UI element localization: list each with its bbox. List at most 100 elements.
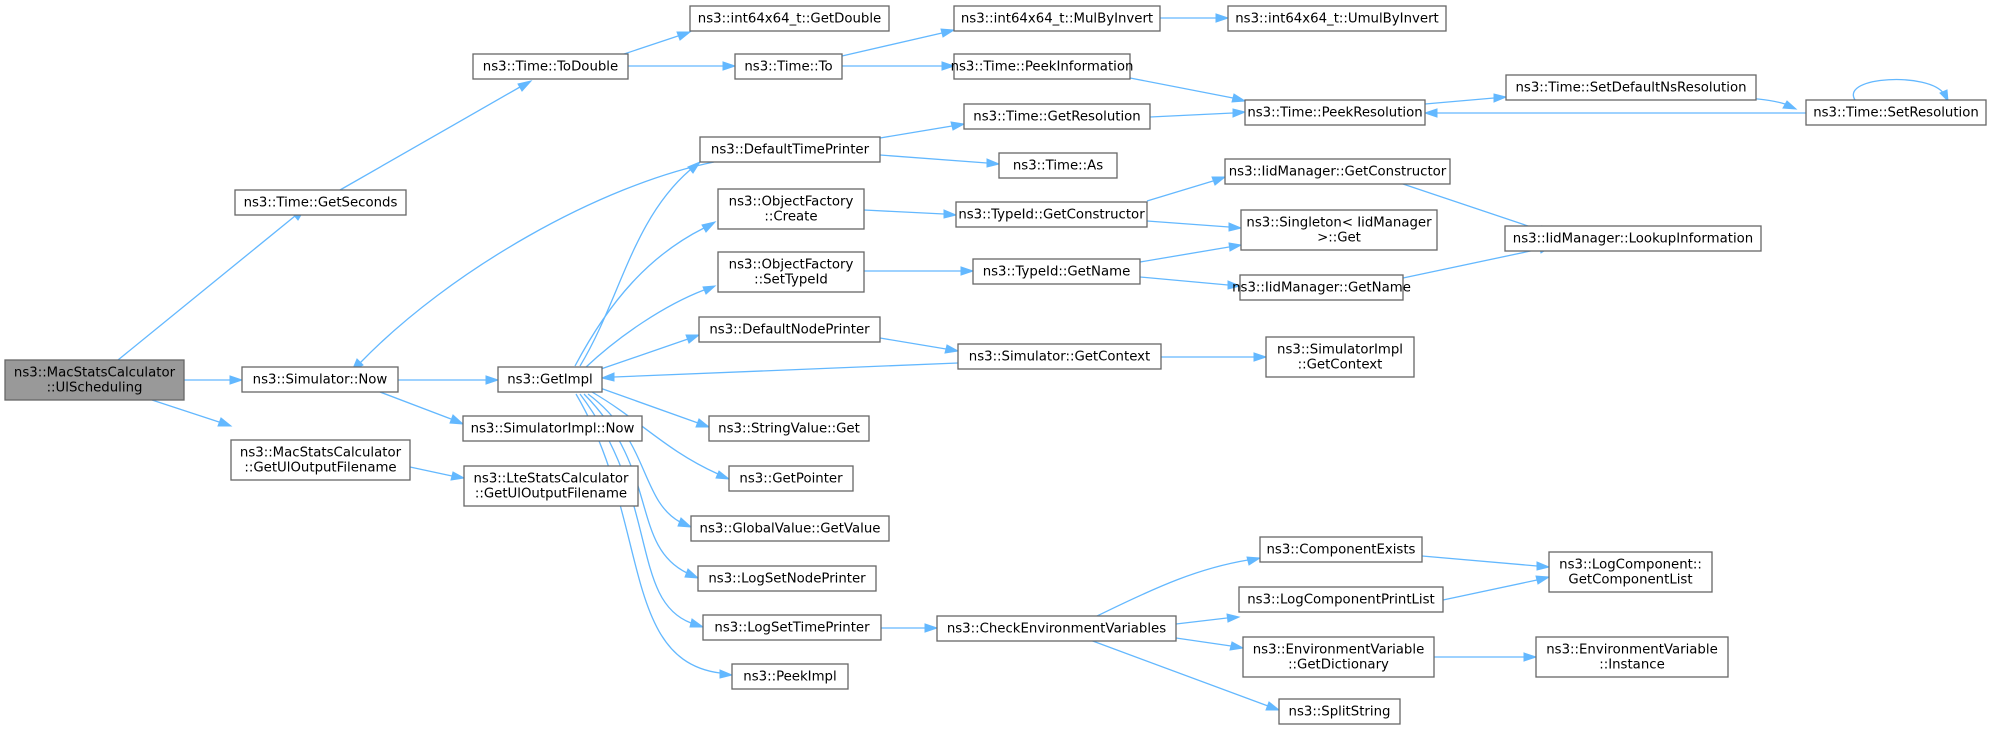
node-label: ns3::Time::GetResolution: [973, 110, 1140, 125]
node-box: [697, 565, 877, 592]
node-iidgetname[interactable]: ns3::IidManager::GetName: [1232, 274, 1411, 301]
edge-ofsettypeid-tidgetname: [864, 266, 975, 276]
node-iidlookup[interactable]: ns3::IidManager::LookupInformation: [1504, 225, 1762, 252]
node-checkenv[interactable]: ns3::CheckEnvironmentVariables: [936, 615, 1177, 642]
edge-simnow-getimpl: [398, 375, 500, 385]
node-simgetcontext[interactable]: ns3::Simulator::GetContext: [957, 343, 1162, 370]
node-timeto[interactable]: ns3::Time::To: [734, 53, 843, 80]
node-label: ns3::Time::As: [1013, 159, 1103, 174]
node-box: [472, 53, 629, 80]
node-box: [699, 136, 881, 163]
node-label: ns3::PeekImpl: [743, 670, 836, 685]
node-deftimeprinter[interactable]: ns3::DefaultTimePrinter: [699, 136, 881, 163]
node-label: ns3::CheckEnvironmentVariables: [947, 622, 1166, 637]
node-label: ns3::Time::GetSeconds: [244, 196, 398, 211]
node-box: [689, 5, 890, 32]
node-layer: ns3::MacStatsCalculator::UlSchedulingns3…: [4, 5, 1987, 725]
edge-ulsched-getulout: [151, 399, 233, 427]
edge-logsettime-checkenv: [881, 623, 939, 633]
node-simnow[interactable]: ns3::Simulator::Now: [241, 366, 399, 393]
node-label: ::Create: [764, 210, 817, 225]
node-iidgetctor[interactable]: ns3::IidManager::GetConstructor: [1224, 158, 1451, 185]
node-box: [230, 439, 411, 481]
node-logsetnode[interactable]: ns3::LogSetNodePrinter: [697, 565, 877, 592]
node-label: ns3::TypeId::GetName: [983, 265, 1131, 280]
edge-getimpl-ofcreate: [574, 221, 717, 367]
node-ofcreate[interactable]: ns3::ObjectFactory::Create: [717, 188, 865, 230]
node-logsettime[interactable]: ns3::LogSetTimePrinter: [702, 614, 882, 641]
node-label: ns3::StringValue::Get: [718, 422, 860, 437]
node-label: ns3::DefaultNodePrinter: [709, 323, 870, 338]
node-setresolution[interactable]: ns3::Time::SetResolution: [1805, 99, 1987, 126]
node-box: [1535, 636, 1729, 678]
node-ofsettypeid[interactable]: ns3::ObjectFactory::SetTypeId: [717, 251, 865, 293]
node-getulout[interactable]: ns3::MacStatsCalculator::GetUlOutputFile…: [230, 439, 411, 481]
edge-checkenv-splitstring: [1089, 639, 1281, 711]
node-box: [1240, 209, 1438, 251]
node-label: ::GetUlOutputFilename: [475, 487, 627, 502]
edge-envgetdict-envinstance: [1434, 652, 1538, 662]
node-box: [953, 5, 1161, 32]
node-tidgetctor[interactable]: ns3::TypeId::GetConstructor: [955, 201, 1148, 228]
node-label: ns3::TypeId::GetConstructor: [958, 208, 1145, 223]
edge-mulbyinvert-umulbyinvert: [1160, 13, 1230, 23]
node-ulsched[interactable]: ns3::MacStatsCalculator::UlScheduling: [4, 359, 185, 401]
node-getimpl[interactable]: ns3::GetImpl: [497, 366, 603, 393]
node-label: GetComponentList: [1568, 573, 1692, 588]
node-envinstance[interactable]: ns3::EnvironmentVariable::Instance: [1535, 636, 1729, 678]
node-tidgetname[interactable]: ns3::TypeId::GetName: [972, 258, 1141, 285]
node-getresolution[interactable]: ns3::Time::GetResolution: [963, 103, 1151, 130]
node-logcompprint[interactable]: ns3::LogComponentPrintList: [1238, 586, 1444, 613]
node-singletonget[interactable]: ns3::Singleton< IidManager >::Get: [1240, 209, 1438, 251]
node-peekres[interactable]: ns3::Time::PeekResolution: [1244, 99, 1426, 126]
edge-simgetctx-simimplctx: [1161, 352, 1268, 362]
node-defnodeprinter[interactable]: ns3::DefaultNodePrinter: [698, 316, 881, 343]
node-logcompgetlist[interactable]: ns3::LogComponent::GetComponentList: [1548, 551, 1713, 593]
node-label: ns3::MacStatsCalculator: [240, 446, 402, 461]
edge-getulout-ltegetulout: [409, 466, 466, 481]
node-label: ::GetUlOutputFilename: [244, 461, 396, 476]
node-getdouble[interactable]: ns3::int64x64_t::GetDouble: [689, 5, 890, 32]
node-gvgetvalue[interactable]: ns3::GlobalValue::GetValue: [690, 515, 890, 542]
node-label: ns3::int64x64_t::GetDouble: [698, 12, 881, 27]
edge-ofcreate-tidgetctor: [863, 209, 958, 219]
node-label: ns3::DefaultTimePrinter: [711, 143, 870, 158]
node-box: [1244, 99, 1426, 126]
node-setdefaultns[interactable]: ns3::Time::SetDefaultNsResolution: [1505, 74, 1757, 101]
edge-getimpl-defnode: [597, 334, 701, 371]
node-label: ns3::GetImpl: [507, 373, 592, 388]
edge-getimpl-peekimpl: [575, 393, 734, 679]
node-box: [497, 366, 603, 393]
node-ltegetulout[interactable]: ns3::LteStatsCalculator::GetUlOutputFile…: [463, 465, 639, 507]
node-splitstring[interactable]: ns3::SplitString: [1278, 698, 1401, 725]
node-simimplnow[interactable]: ns3::SimulatorImpl::Now: [462, 415, 643, 442]
edge-getseconds-todouble: [339, 80, 533, 191]
node-label: ns3::SplitString: [1289, 705, 1391, 720]
node-timeas[interactable]: ns3::Time::As: [998, 152, 1118, 179]
node-box: [698, 316, 881, 343]
node-label: ::SetTypeId: [754, 273, 828, 288]
node-mulbyinvert[interactable]: ns3::int64x64_t::MulByInvert: [953, 5, 1161, 32]
node-box: [734, 53, 843, 80]
node-label: >::Get: [1317, 231, 1361, 246]
node-peekimpl[interactable]: ns3::PeekImpl: [731, 663, 849, 690]
node-envgetdict[interactable]: ns3::EnvironmentVariable::GetDictionary: [1242, 636, 1435, 678]
node-box: [717, 251, 865, 293]
node-label: ns3::Time::PeekInformation: [951, 60, 1134, 75]
node-box: [998, 152, 1118, 179]
node-stringget[interactable]: ns3::StringValue::Get: [708, 415, 870, 442]
node-todouble[interactable]: ns3::Time::ToDouble: [472, 53, 629, 80]
node-simimplctx[interactable]: ns3::SimulatorImpl::GetContext: [1265, 336, 1415, 378]
node-getpointer[interactable]: ns3::GetPointer: [728, 465, 854, 492]
edge-getimpl-ofsettypeid: [584, 285, 717, 369]
node-compexists[interactable]: ns3::ComponentExists: [1259, 536, 1423, 563]
edge-setres-peekres: [1423, 108, 1806, 118]
node-peekinfo[interactable]: ns3::Time::PeekInformation: [951, 53, 1134, 80]
node-umulbyinvert[interactable]: ns3::int64x64_t::UmulByInvert: [1227, 5, 1447, 32]
node-box: [462, 415, 643, 442]
node-box: [955, 201, 1148, 228]
node-label: ns3::MacStatsCalculator: [14, 366, 176, 381]
node-getseconds[interactable]: ns3::Time::GetSeconds: [234, 189, 407, 216]
node-box: [241, 366, 399, 393]
